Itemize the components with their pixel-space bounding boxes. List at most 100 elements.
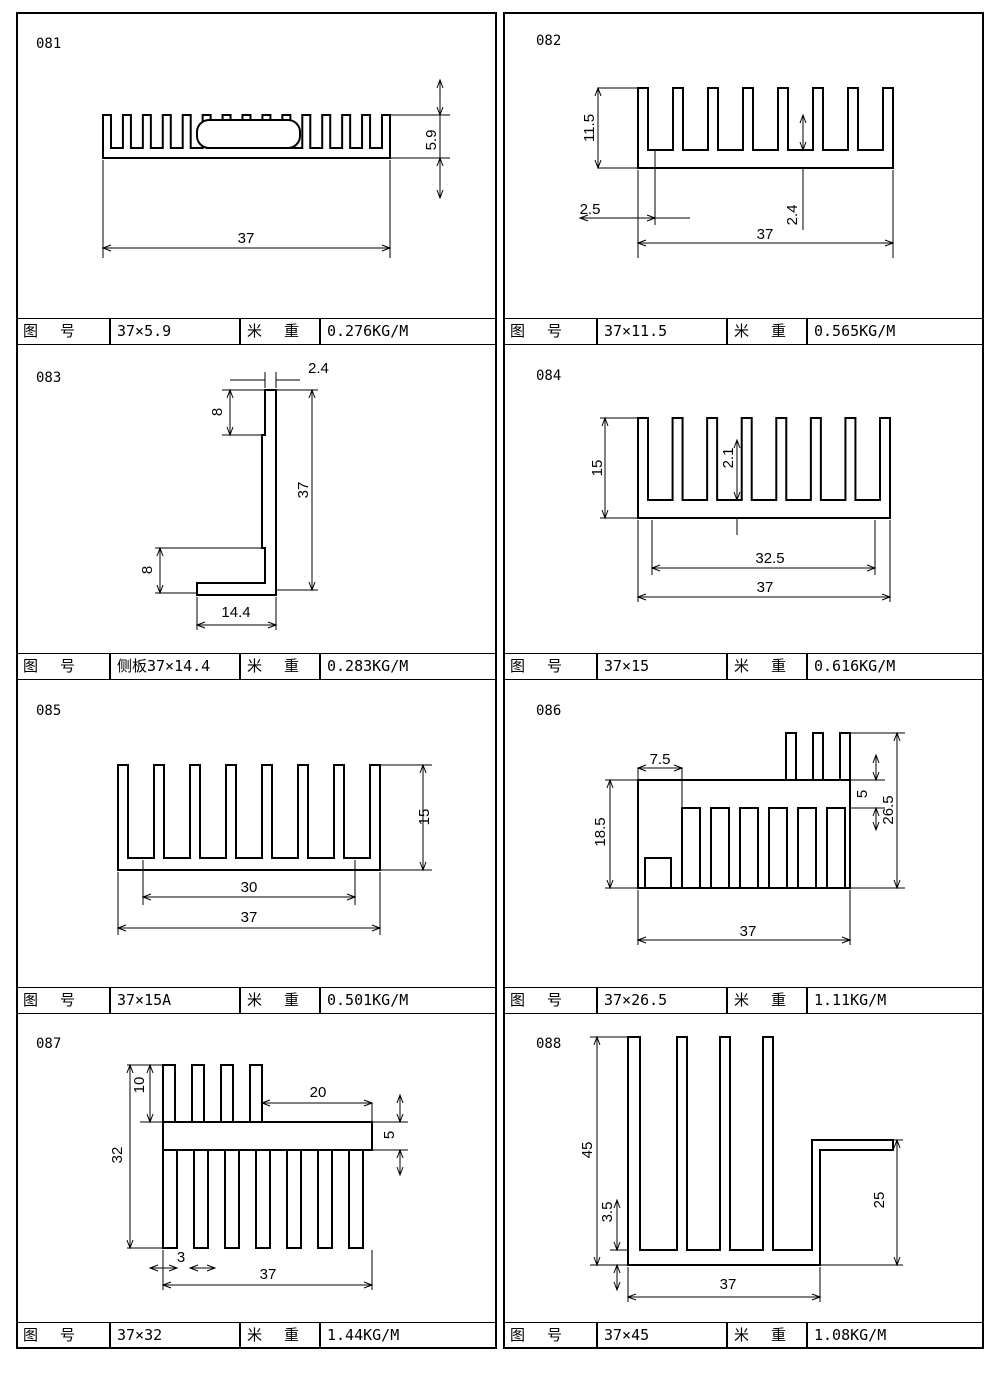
dim-label: 7.5: [650, 751, 671, 768]
dim-label: 14.4: [221, 604, 250, 621]
dim-label: 10: [131, 1077, 148, 1094]
weight-value: 0.501KG/M: [320, 987, 497, 1014]
dim-label: 32: [109, 1147, 126, 1164]
dim-label: 37: [757, 226, 774, 243]
model-value: 37×32: [110, 1322, 240, 1349]
model-value: 37×15: [597, 653, 727, 680]
dim-label: 20: [310, 1084, 327, 1101]
panel-code: 088: [536, 1036, 562, 1052]
left-column-frame: [16, 12, 497, 1349]
weight-value: 0.565KG/M: [807, 318, 984, 345]
dim-label: 37: [295, 482, 312, 499]
arrow-heads: [226, 388, 234, 437]
weight-value: 0.616KG/M: [807, 653, 984, 680]
figure-no-label: 图号: [16, 1322, 110, 1349]
arrow-heads: [141, 893, 357, 901]
dim-label: 8: [139, 566, 156, 574]
heatsink-profile: [102, 114, 391, 159]
weight-value: 1.44KG/M: [320, 1322, 497, 1349]
dim-label: 5: [381, 1131, 398, 1139]
fin: [839, 732, 851, 781]
weight-label: 米重: [240, 653, 320, 680]
weight-label: 米重: [727, 653, 807, 680]
fin: [812, 732, 824, 781]
arrow-heads: [626, 1293, 822, 1301]
weight-label: 米重: [240, 1322, 320, 1349]
fin: [348, 1149, 364, 1249]
fin: [739, 807, 759, 889]
dim-label: 2.5: [580, 201, 601, 218]
dim-label: 37: [740, 923, 757, 940]
panel-code: 084: [536, 368, 562, 384]
heatsink-profile: [117, 764, 381, 871]
arrow-heads: [893, 1138, 901, 1267]
figure-no-label: 图号: [503, 1322, 597, 1349]
panel-code: 083: [36, 370, 62, 386]
fin: [785, 732, 797, 781]
model-value: 侧板37×14.4: [110, 653, 240, 680]
weight-value: 1.08KG/M: [807, 1322, 984, 1349]
arrow-heads: [148, 1264, 179, 1272]
dim-label: 2.4: [308, 360, 329, 377]
dim-label: 26.5: [880, 795, 897, 824]
figure-no-label: 图号: [16, 987, 110, 1014]
weight-label: 米重: [240, 987, 320, 1014]
slot: [196, 119, 301, 149]
figure-no-label: 图号: [503, 318, 597, 345]
arrow-heads: [101, 244, 392, 252]
arrow-heads: [188, 1264, 217, 1272]
dim-label: 2.1: [720, 448, 737, 469]
fin: [797, 807, 817, 889]
heatsink-profile: [637, 417, 891, 519]
dim-label: 37: [260, 1266, 277, 1283]
weight-label: 米重: [727, 1322, 807, 1349]
dim-label: 5.9: [423, 130, 440, 151]
fin: [681, 807, 701, 889]
figure-no-label: 图号: [16, 318, 110, 345]
dim-label: 2.4: [784, 205, 801, 226]
model-value: 37×15A: [110, 987, 240, 1014]
weight-label: 米重: [727, 987, 807, 1014]
arrow-heads: [606, 778, 614, 890]
side-plate-profile: [196, 389, 277, 596]
fin: [644, 857, 672, 889]
dim-label: 5: [854, 790, 871, 798]
fin: [162, 1149, 178, 1249]
panel-code: 086: [536, 703, 562, 719]
panel-code: 085: [36, 703, 62, 719]
fin: [255, 1149, 271, 1249]
dim-label: 25: [871, 1192, 888, 1209]
heatsink-profile: [627, 1036, 894, 1266]
fin: [193, 1149, 209, 1249]
dim-label: 18.5: [592, 817, 609, 846]
panel-code: 087: [36, 1036, 62, 1052]
figure-no-label: 图号: [16, 653, 110, 680]
figure-no-label: 图号: [503, 987, 597, 1014]
arrow-heads: [116, 924, 382, 932]
arrow-heads: [594, 86, 602, 170]
arrow-heads: [650, 564, 877, 572]
arrow-heads: [636, 764, 684, 772]
fin: [286, 1149, 302, 1249]
arrow-heads: [308, 388, 316, 592]
arrow-heads: [260, 1099, 374, 1107]
arrow-heads: [636, 936, 852, 944]
weight-label: 米重: [727, 318, 807, 345]
arrow-heads: [396, 1148, 404, 1177]
model-value: 37×26.5: [597, 987, 727, 1014]
model-value: 37×45: [597, 1322, 727, 1349]
arrow-heads: [799, 113, 807, 152]
arrow-heads: [593, 1035, 601, 1267]
arrow-heads: [146, 1063, 154, 1124]
dim-label: 30: [241, 879, 258, 896]
fin: [768, 807, 788, 889]
arrow-heads: [733, 438, 741, 502]
right-column-frame: [503, 12, 984, 1349]
fin: [826, 807, 846, 889]
weight-value: 0.276KG/M: [320, 318, 497, 345]
heatsink-profile: [637, 87, 894, 169]
fin: [317, 1149, 333, 1249]
model-value: 37×5.9: [110, 318, 240, 345]
weight-value: 0.283KG/M: [320, 653, 497, 680]
